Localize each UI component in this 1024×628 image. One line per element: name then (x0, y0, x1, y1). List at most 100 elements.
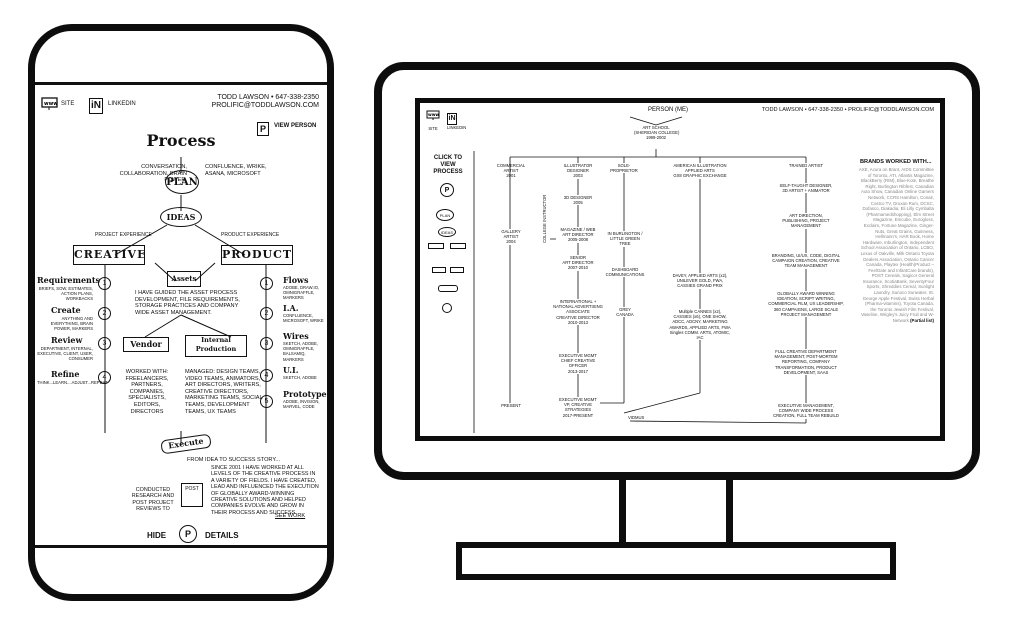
c3-0-a: SOLE- (617, 163, 631, 168)
click-to-view-process[interactable]: CLICK TO VIEW PROCESS (433, 155, 463, 175)
c2-4-d: 2010-2013 (567, 319, 589, 325)
c5-5-d: TRANSFORMATION, PRODUCT (774, 364, 838, 370)
phone-screen: www SITE iN LINKEDIN TODD LAWSON • 647-3… (35, 85, 327, 545)
details-icon[interactable]: P (179, 525, 197, 543)
linkedin-label: LINKEDIN (108, 101, 136, 107)
c4-0-a: AMERICAN ILLUSTRATION (673, 163, 727, 168)
monitor-stand-neck (619, 480, 733, 544)
step-create-title: Create (51, 305, 81, 315)
step-create-desc: ANYTHING AND EVERYTHING, BRAIN POWER, MA… (50, 316, 93, 332)
c4-1-a: DAVEY, APPLIED ARTS (x2), (672, 273, 728, 278)
product-experience-label: PRODUCT EXPERIENCE (221, 232, 280, 238)
post-note: POST (181, 483, 203, 507)
c2-6-c: STRATEGIES (564, 407, 592, 413)
c2-0-b: DESIGNER (567, 168, 589, 174)
contact-email[interactable]: PROLIFIC@TODDLAWSON.COM (211, 102, 319, 109)
story-title: FROM IDEA TO SUCCESS STORY... (187, 457, 281, 463)
thumb-details (442, 303, 452, 313)
c2-6-d: 2017-PRESENT (562, 412, 594, 418)
phone-top-bezel-line (35, 82, 327, 85)
c5-3-c: TEAM MANAGEMENT (784, 263, 828, 269)
phone-flow-lines (104, 157, 267, 445)
assets-box: Assets (167, 271, 201, 287)
details-button[interactable]: DETAILS (205, 531, 239, 540)
c2-4-c: CREATIVE DIRECTOR (556, 314, 600, 320)
c2-3-b: ART DIRECTOR (562, 260, 594, 266)
c5-4-a: GLOBALLY AWARD WINNING (777, 291, 835, 296)
commercial-label: COMMERCIAL (496, 163, 526, 168)
vendor-box: Vendor (123, 337, 169, 352)
product-step-number-5: 5 (260, 395, 273, 408)
c2-0-a: ILLUSTRATOR (563, 163, 593, 168)
process-toggle-icon[interactable]: P (440, 183, 454, 197)
c2-6-b: VP, CREATIVE (563, 402, 592, 408)
step-refine-desc: THINK...LEARN....ADJUST...REPEAT (37, 380, 108, 385)
linkedin-icon: iN (89, 98, 103, 114)
step-review-desc: DEPARTMENT, INTERNAL, EXECUTIVE, CLIENT,… (37, 346, 93, 362)
c5-6-c: CREATION, FULL TEAM REBUILD (773, 413, 839, 419)
c2-2-a: MAGAZINE / WEB (560, 227, 596, 232)
c2-3-a: SENIOR (569, 255, 587, 260)
step-requirements-title: Requirements (37, 275, 101, 285)
c5-5-a: FULL CREATIVE DEPARTMENT (775, 349, 837, 354)
person-title: PERSON (ME) (648, 107, 689, 113)
trained-artist: TRAINED ARTIST (768, 163, 844, 169)
c3-1-b: LITTLE GREEN (610, 236, 640, 242)
view-person-button[interactable]: P VIEW PERSON (257, 119, 316, 137)
step-wires-desc: SKETCH, ADOBE, OMNIGRAFFLE, BALSAMIQ, MA… (283, 341, 318, 362)
thumb-execute (438, 285, 458, 292)
step-flows-title: Flows (283, 275, 309, 285)
phone-bottom-bezel-line (35, 545, 327, 548)
c4-2-e: Singles COMM. ARTS, ATOMIC, (669, 329, 731, 335)
gallery-artist: GALLERY ARTIST 2004 (494, 229, 528, 245)
c2-4-a: INTERNATIONAL + NATIONAL ADVERTISING (553, 299, 603, 310)
monitor-frame: www SITE iN LINKEDIN PERSON (ME) TODD LA… (374, 62, 980, 480)
c3-3-a: GREY (619, 307, 631, 312)
c2-1-b: 2005 (573, 200, 583, 206)
c3-2-a: DASHBOARD (611, 267, 639, 272)
linkedin-link[interactable]: iN LINKEDIN (89, 95, 136, 114)
step-number-3: 3 (98, 337, 111, 350)
c4-0-b: APPLIED ARTS (685, 168, 715, 174)
c2-5-c: OFFICER (568, 363, 588, 369)
step-wires-title: Wires (283, 331, 309, 341)
c5-5-c: REPORTING, COMPANY (781, 359, 830, 365)
desktop-site-link[interactable]: www SITE (426, 108, 440, 131)
thumb-plan: PLAN (436, 209, 454, 221)
c5-6-a: EXECUTIVE MANAGEMENT, (778, 403, 834, 408)
see-work-link[interactable]: SEE WORK (275, 513, 306, 519)
c5-1-a: SELF-TAUGHT DESIGNER, (779, 183, 833, 188)
creative-box: CREATIVE (73, 245, 145, 265)
c4-2-a: Multiple CANNES (x2), (678, 309, 722, 314)
gallery-year: 2004 (506, 239, 516, 245)
college-instructor: COLLEGE INSTRUCTOR (542, 194, 547, 243)
hide-button[interactable]: HIDE (147, 531, 167, 540)
c3-2-b: COMMUNICATIONS (605, 272, 645, 278)
c4-1-b: UNILEVER GOLD, FWA, (676, 278, 724, 284)
desktop-linkedin-link[interactable]: iN LINKEDIN (447, 107, 466, 130)
c5-2-a: ART DIRECTION, (789, 213, 823, 218)
brands-text: AXE, Acura on Brant, AIDS Committee of T… (858, 167, 934, 324)
commercial-year: 2001 (506, 173, 516, 179)
desktop-contact[interactable]: TODD LAWSON • 647-338-2350 • PROLIFIC@TO… (761, 107, 934, 113)
thumb-internal (450, 267, 464, 273)
site-link[interactable]: www SITE (41, 97, 74, 116)
step-requirements-desc: BRIEFS, SOW, ESTIMATES, ACTION PLANS, WO… (38, 286, 93, 302)
c5-5-e: DEVELOPMENT, SAAS (783, 369, 829, 375)
c2-0-c: 2003 (573, 173, 583, 179)
c2-2-c: 2005-2008 (567, 237, 589, 243)
advertising-awards: Multiple CANNES (x2),CASSIES (x6), ONE S… (664, 309, 736, 341)
view-person-label: VIEW PERSON (274, 123, 317, 129)
brands-list: AXE, Acura on Brant, AIDS Committee of T… (858, 167, 934, 324)
contact-phone: TODD LAWSON • 647-338-2350 (217, 94, 319, 101)
internal-production-box: Internal Production (185, 335, 247, 357)
